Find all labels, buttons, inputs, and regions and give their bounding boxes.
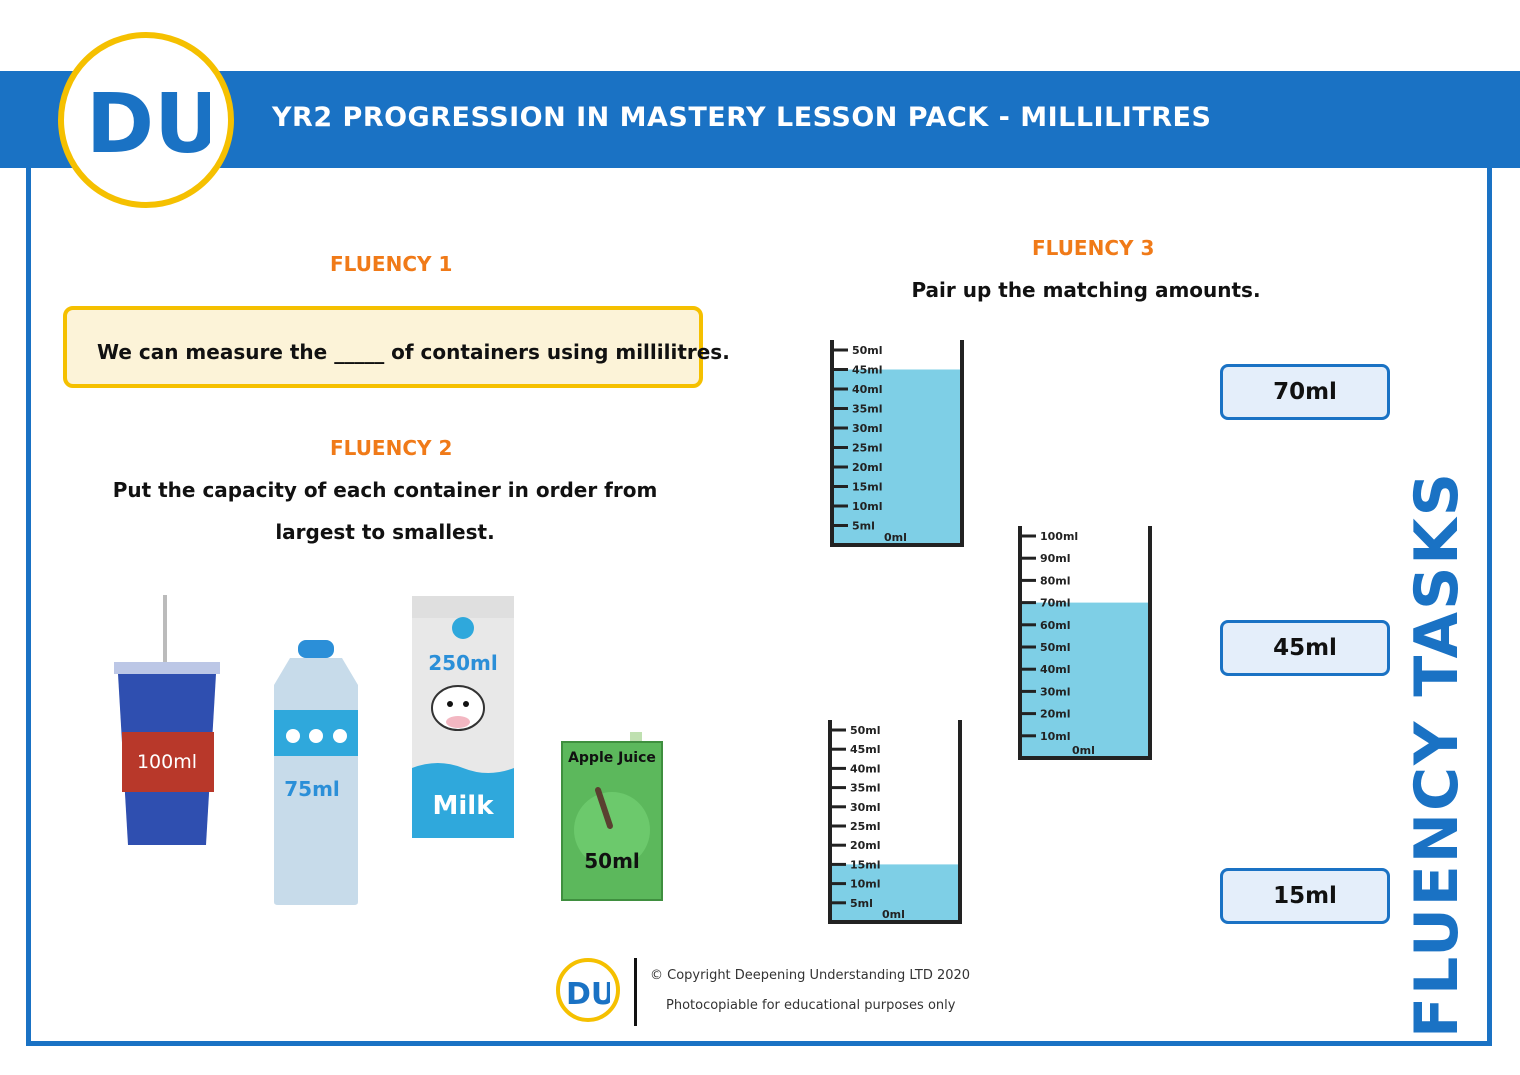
beaker-50b-tick-label: 30ml [850,801,881,814]
header-bar [0,71,1520,168]
milk-carton-brand: Milk [433,791,495,821]
beaker-50-water [832,369,962,545]
juice-box-container: Apple Juice 50ml [561,732,663,901]
beaker-50: 50ml 45ml 40ml 35ml 30ml 25ml 20ml 15ml 10ml 5ml 0… [830,340,964,547]
beaker-100-tick-label: 40ml [1040,663,1071,676]
bottle-container: 75ml [274,640,358,905]
beaker-50-tick-label: 20ml [852,461,883,474]
beaker-100-water [1020,602,1150,758]
beaker-50-tick-label: 10ml [852,500,883,513]
milk-carton-container: 250ml Milk [412,596,514,838]
beaker-100-tick-label: 80ml [1040,574,1071,587]
beaker-100-tick-label: 10ml [1040,730,1071,743]
answer-15ml[interactable]: 15ml [1220,868,1390,924]
beaker-100-tick-label: 100ml [1040,530,1078,543]
beaker-100-tick-label: 90ml [1040,552,1071,565]
beaker-50-tick-label: 45ml [852,364,883,377]
copyright-text: © Copyright Deepening Understanding LTD … [650,968,971,983]
footer-logo: DU [556,958,620,1022]
beaker-50-tick-label: 35ml [852,403,883,416]
bottle-label: 75ml [284,777,340,801]
fluency2-instruction-line2: largest to smallest. [275,520,495,544]
containers-illustration: 100ml 75ml 250ml Milk Apple Juice 50ml [114,595,663,905]
beaker-50-outline [830,340,964,547]
beaker-50b-tick-label: 5ml [850,897,873,910]
photocopy-note: Photocopiable for educational purposes o… [666,998,956,1013]
beaker-100-tick-label: 50ml [1040,641,1071,654]
beaker-50-tick-label: 30ml [852,422,883,435]
beaker-50-tick-label: 40ml [852,383,883,396]
beaker-50b-zero-label: 0ml [882,908,905,921]
fluency3-instruction: Pair up the matching amounts. [911,278,1261,302]
beaker-100-zero-label: 0ml [1072,744,1095,757]
beaker-50b-tick-label: 10ml [850,878,881,891]
beaker-100-outline [1018,526,1152,760]
beakers-illustration: 50ml 45ml 40ml 35ml 30ml 25ml 20ml 15ml 10ml 5ml 0… [828,340,1152,924]
fluency1-label: FLUENCY 1 [330,252,453,276]
juice-box-brand: Apple Juice [568,750,656,766]
beaker-50b-water [830,864,960,922]
beaker-100-tick-label: 30ml [1040,685,1071,698]
beaker-50b-tick-label: 25ml [850,820,881,833]
beaker-50b: 50ml 45ml 40ml 35ml 30ml 25ml 20ml 15ml 10ml 5ml 0… [828,720,962,924]
page-title: YR2 PROGRESSION IN MASTERY LESSON PACK -… [272,102,1212,133]
fluency1-sentence: We can measure the _____ of containers u… [97,340,730,364]
beaker-100-tick-label: 70ml [1040,597,1071,610]
beaker-50b-tick-label: 45ml [850,743,881,756]
beaker-50-zero-label: 0ml [884,531,907,544]
footer-divider [634,958,637,1026]
cup-label: 100ml [137,751,197,773]
footer-logo-text: DU [566,977,610,1008]
beaker-50b-tick-label: 50ml [850,724,881,737]
cup-container: 100ml [114,595,220,845]
beaker-50b-tick-label: 40ml [850,762,881,775]
fluency3-label: FLUENCY 3 [1032,236,1155,260]
fluency2-instruction-line1: Put the capacity of each container in or… [112,478,658,502]
answer-70ml[interactable]: 70ml [1220,364,1390,420]
beaker-50b-tick-label: 20ml [850,839,881,852]
beaker-50-tick-label: 15ml [852,481,883,494]
beaker-50-tick-label: 25ml [852,442,883,455]
answer-45ml[interactable]: 45ml [1220,620,1390,676]
beaker-100-tick-label: 60ml [1040,619,1071,632]
beaker-50-tick-label: 50ml [852,344,883,357]
juice-box-label: 50ml [584,849,640,873]
side-title: FLUENCY TASKS [1402,471,1472,1038]
beaker-50b-outline [828,720,962,924]
beaker-100-tick-label: 20ml [1040,708,1071,721]
page-frame [26,166,1492,1046]
beaker-50b-tick-label: 35ml [850,782,881,795]
logo-d: DU [86,84,210,164]
beaker-100: 100ml 90ml 80ml 70ml 60ml 50ml 40ml 30ml 20ml 10m… [1018,526,1152,760]
fluency2-label: FLUENCY 2 [330,436,453,460]
beaker-50b-tick-label: 15ml [850,858,881,871]
fluency1-box: We can measure the _____ of containers u… [63,306,730,388]
brand-logo: DU [58,32,234,208]
beaker-50-tick-label: 5ml [852,520,875,533]
milk-carton-label: 250ml [428,651,497,675]
